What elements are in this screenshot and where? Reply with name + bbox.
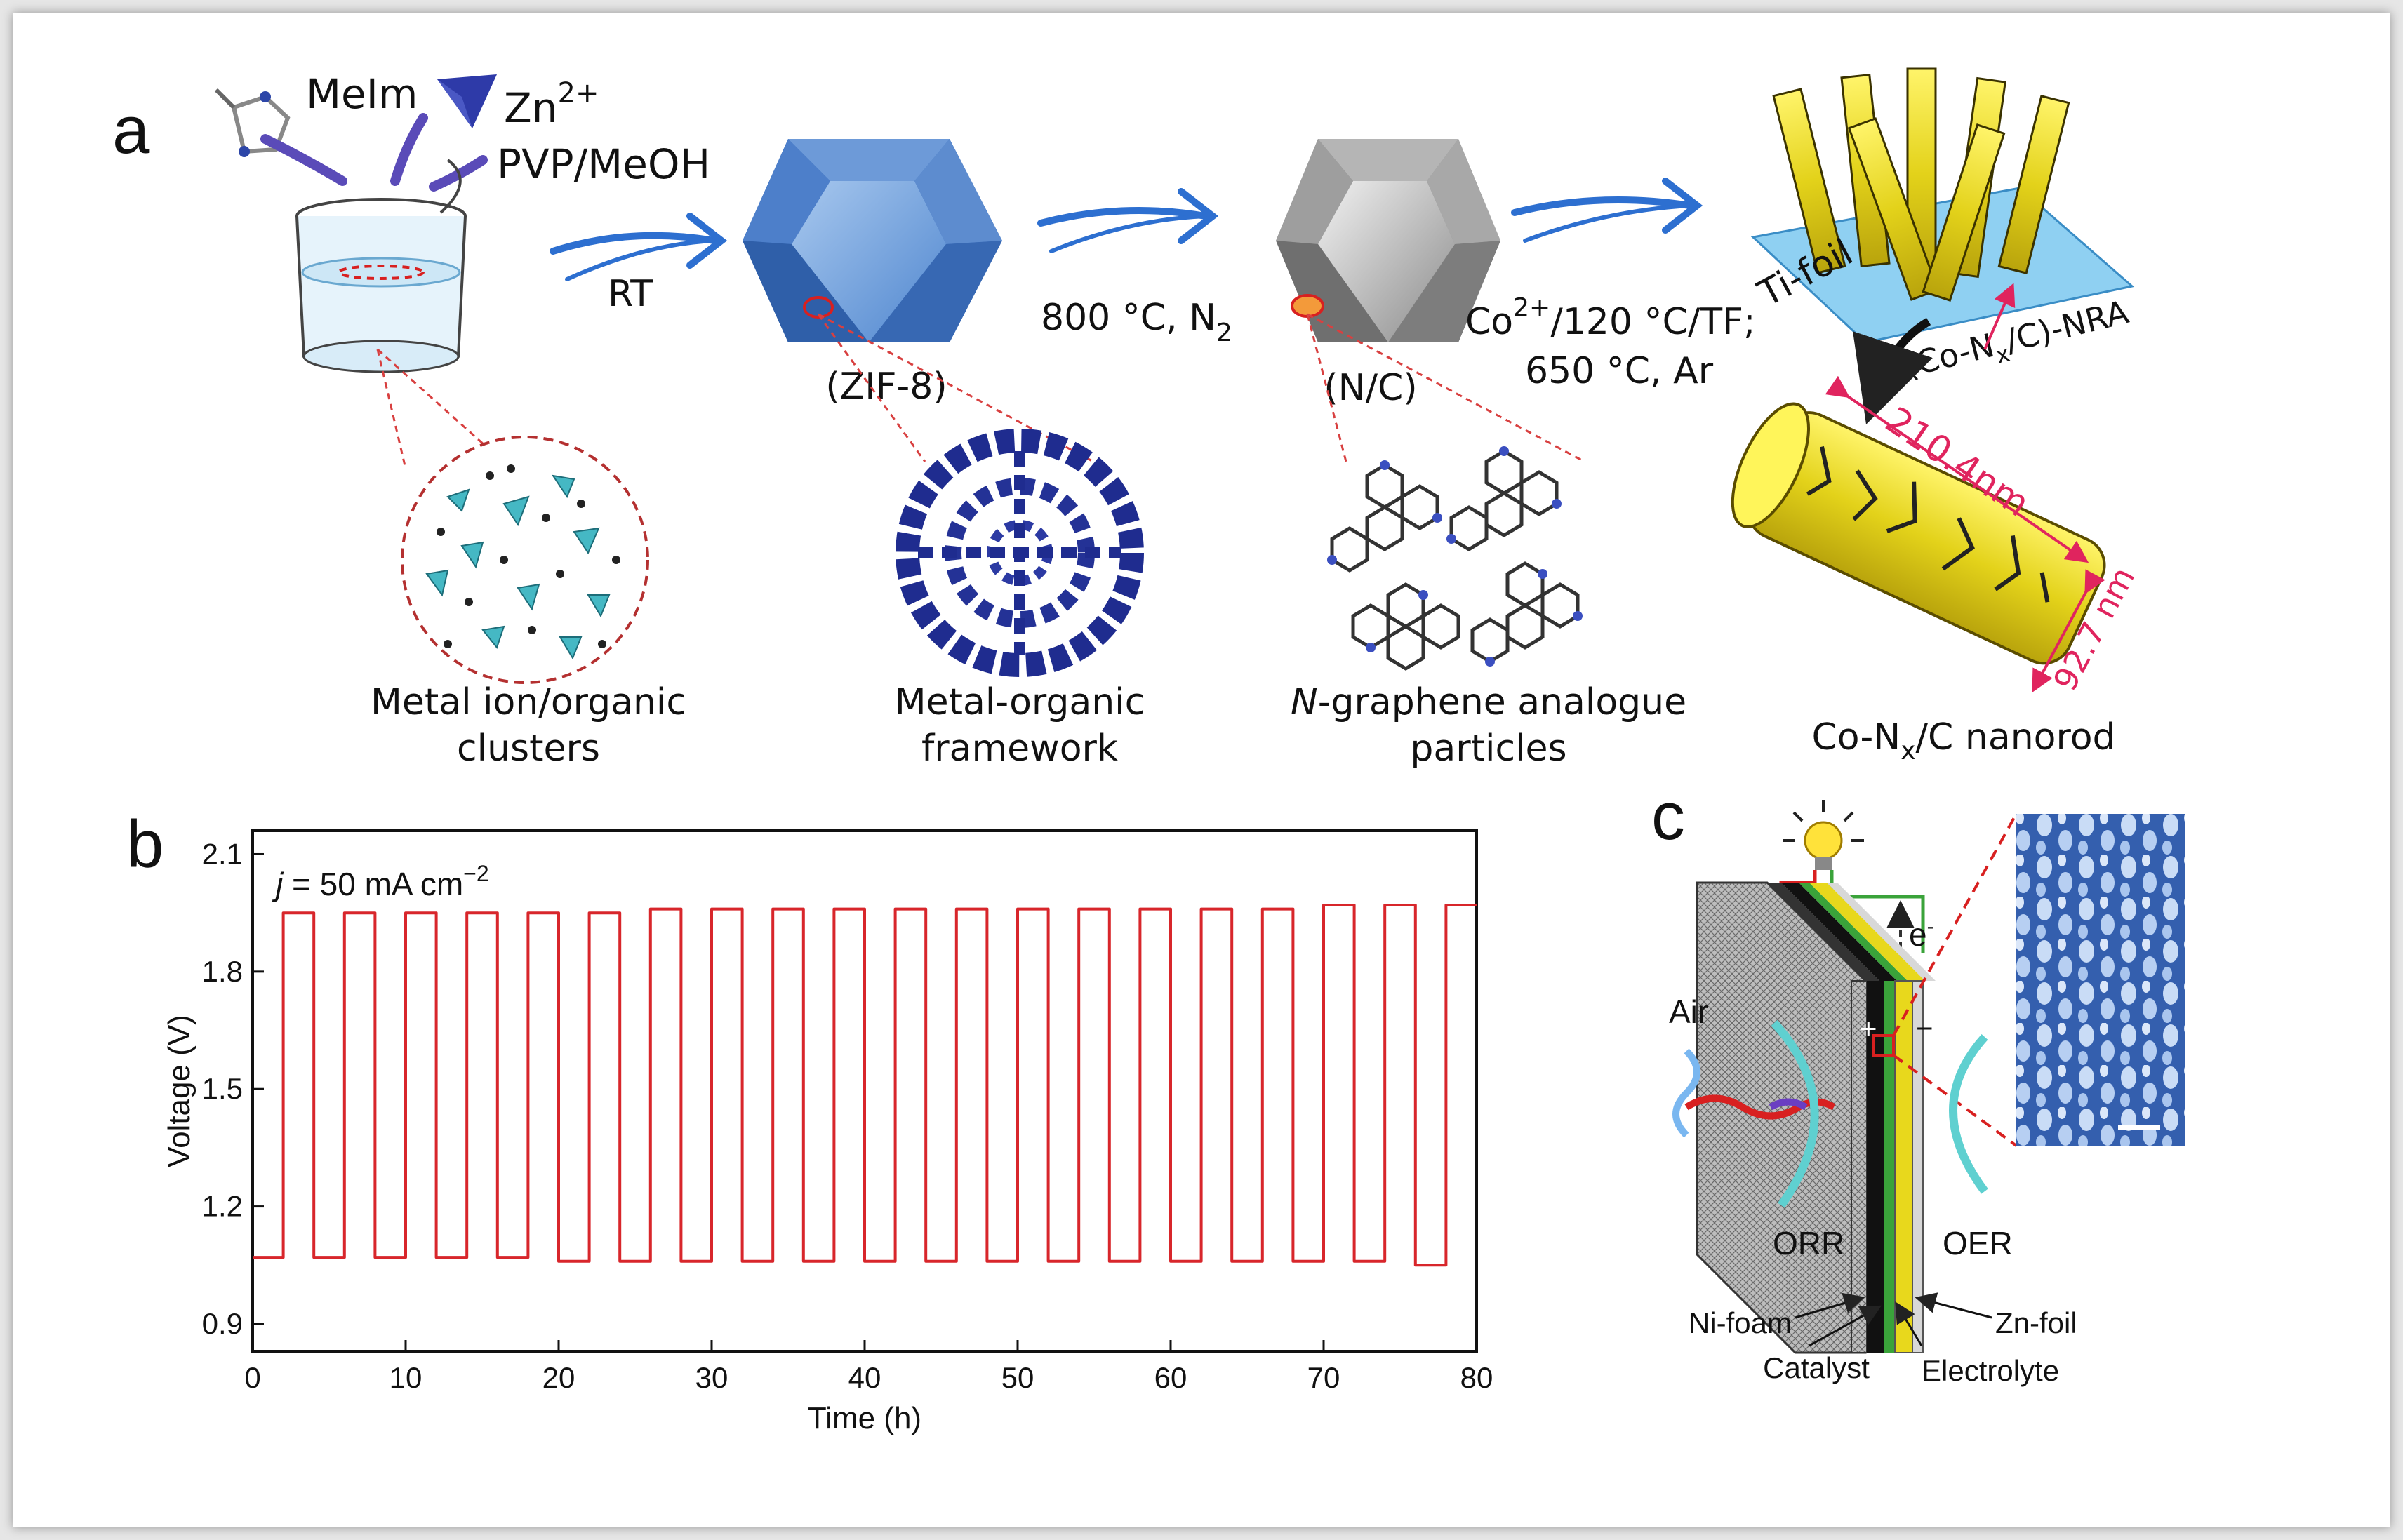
beaker-icon (295, 159, 467, 373)
panel-b-letter: b (126, 807, 164, 882)
step-800c: 800 °C, N (1041, 297, 1216, 339)
x-axis-label: Time (h) (808, 1401, 921, 1435)
arrow-cobalt-treatment (1511, 178, 1703, 243)
caption-clusters-line1: Metal ion/organic (371, 681, 686, 723)
zn-tetrahedron-icon (437, 74, 497, 128)
y-tick-label: 1.5 (202, 1072, 243, 1105)
panel-c: c e- (1651, 779, 2185, 1387)
panel-c-letter: c (1651, 779, 1685, 854)
reagent-melm: MeIm (306, 70, 418, 118)
caption-mof-line2: framework (921, 728, 1118, 770)
x-tick-label: 80 (1460, 1361, 1493, 1394)
x-tick-label: 30 (695, 1361, 728, 1394)
y-tick-label: 0.9 (202, 1307, 243, 1340)
step-800c-sub: 2 (1216, 319, 1232, 347)
caption-ngraphene-line1: N-graphene analogue (1291, 681, 1686, 723)
dim-length-line (1825, 375, 2089, 563)
step-650c: 650 °C, Ar (1525, 350, 1714, 392)
sem-scale-bar (2118, 1125, 2160, 1130)
label-zn-foil: Zn-foil (1995, 1306, 2077, 1339)
oer-label: OER (1943, 1225, 2013, 1261)
step-rt: RT (608, 273, 653, 315)
label-zif8: (ZIF-8) (825, 366, 947, 408)
melm-molecule-icon (214, 88, 291, 157)
panel-a: a MeIm Zn2+ PVP/MeOH (112, 67, 2142, 770)
x-tick-label: 20 (542, 1361, 575, 1394)
label-catalyst: Catalyst (1763, 1351, 1870, 1384)
n-graphene-particles-icon (1330, 449, 1580, 671)
minus-sign: − (1916, 1012, 1933, 1045)
x-tick-label: 70 (1307, 1361, 1340, 1394)
x-tick-label: 0 (244, 1361, 260, 1394)
svg-text:800 °C, N2: 800 °C, N2 (1041, 297, 1232, 347)
caption-mof-line1: Metal-organic (895, 681, 1145, 723)
mof-framework-icon (896, 429, 1144, 677)
x-tick-label: 40 (848, 1361, 881, 1394)
x-tick-label: 10 (390, 1361, 422, 1394)
reagent-zn-charge: 2+ (558, 77, 599, 109)
plus-sign: + (1860, 1012, 1877, 1045)
svg-text:e-: e- (1909, 915, 1934, 953)
zoom-arrow (1853, 317, 1933, 424)
y-tick-label: 2.1 (202, 837, 243, 870)
sem-image (2016, 814, 2185, 1146)
y-axis-label: Voltage (V) (162, 1015, 197, 1167)
label-electrolyte: Electrolyte (1922, 1354, 2059, 1387)
svg-text:Co2+/120 °C/TF;: Co2+/120 °C/TF; (1465, 293, 1756, 343)
arrow-carbonization (1037, 188, 1219, 253)
step-co-charge: 2+ (1513, 293, 1550, 322)
caption-nanorod: Co-Nx/C nanorod (1811, 716, 2115, 765)
voltage-series-line (253, 904, 1477, 1267)
cluster-zoom-circle (401, 436, 649, 684)
orr-label: ORR (1773, 1225, 1844, 1261)
light-bulb-icon (1783, 800, 1864, 870)
caption-clusters-line2: clusters (457, 728, 600, 770)
reagent-zn: Zn (504, 84, 558, 132)
figure-frame: a MeIm Zn2+ PVP/MeOH (13, 13, 2390, 1527)
y-tick-label: 1.8 (202, 955, 243, 988)
reagent-arrows (260, 113, 488, 192)
ti-foil-nanorod-array-icon (1750, 67, 2135, 344)
x-tick-label: 50 (1001, 1361, 1034, 1394)
arrow-rt (550, 213, 728, 281)
step-co-a: Co (1465, 301, 1513, 343)
y-tick-label: 1.2 (202, 1190, 243, 1223)
x-tick-label: 60 (1154, 1361, 1187, 1394)
panel-a-letter: a (112, 93, 150, 168)
label-nc: (N/C) (1324, 367, 1417, 409)
label-ni-foam: Ni-foam (1689, 1306, 1792, 1339)
dim-diameter-line (2032, 569, 2105, 693)
figure-canvas: a MeIm Zn2+ PVP/MeOH (112, 67, 2185, 1435)
zif8-polyhedron-icon (743, 139, 1002, 342)
oer-arrow (1949, 1033, 1988, 1194)
reagent-pvp-meoh: PVP/MeOH (497, 140, 710, 188)
electron-label: e (1909, 916, 1927, 953)
caption-ngraphene-line2: particles (1410, 728, 1566, 770)
orr-arrow (1771, 1019, 1819, 1208)
air-label: Air (1669, 993, 1708, 1030)
step-co-b: /120 °C/TF; (1550, 301, 1755, 343)
nc-polyhedron-icon (1276, 139, 1500, 342)
svg-text:Zn2+: Zn2+ (504, 77, 599, 132)
current-density-annotation: j = 50 mA cm−2 (272, 861, 489, 902)
